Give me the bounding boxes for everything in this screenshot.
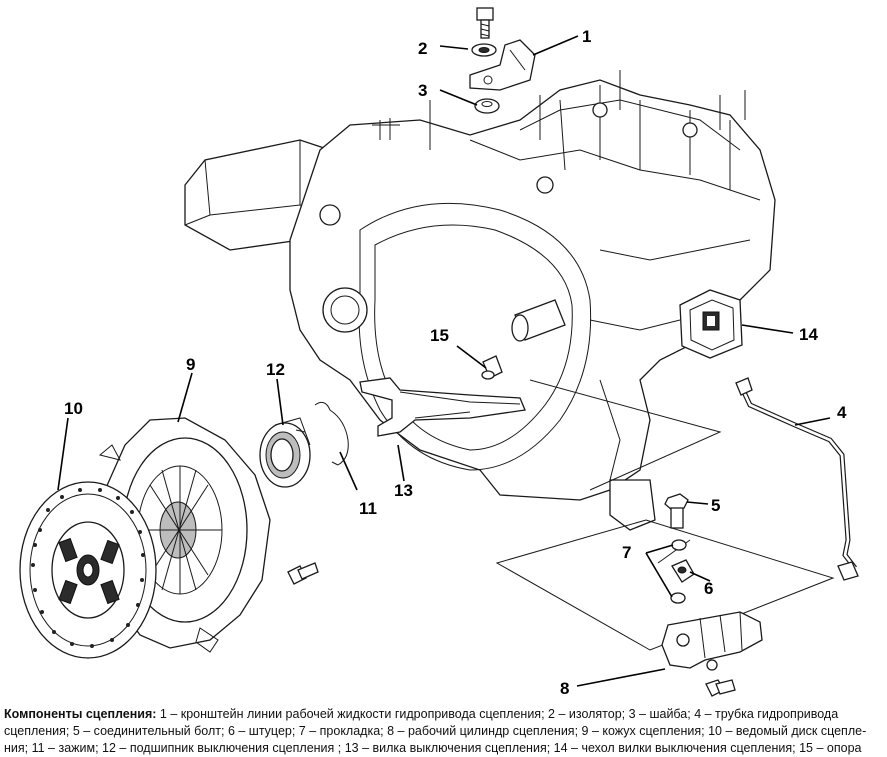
washer-part-3 <box>474 98 500 114</box>
callout-14: 14 <box>799 325 818 344</box>
caption-heading: Компоненты сцепления: <box>4 707 157 721</box>
cylinder-bolt <box>705 679 736 697</box>
clip-part-11 <box>314 401 349 466</box>
callout-6: 6 <box>704 579 713 598</box>
isolator-part-2 <box>471 43 497 57</box>
slave-cylinder-part-8 <box>661 611 763 671</box>
callout-4: 4 <box>837 403 847 422</box>
figure-caption: Компоненты сцепления: 1 – кронштейн лини… <box>4 706 884 757</box>
leader-lines <box>57 35 831 687</box>
callout-labels: 1 2 3 4 5 6 7 8 9 10 11 12 13 14 15 <box>64 27 847 698</box>
support-part-15 <box>481 355 503 380</box>
union-bolt-part-5 <box>664 493 689 529</box>
callout-8: 8 <box>560 679 569 698</box>
release-bearing-part-12 <box>259 417 311 488</box>
release-fork-part-13 <box>359 377 526 437</box>
caption-text: 1 – кронштейн линии рабочей жидкости гид… <box>4 707 867 755</box>
callout-3: 3 <box>418 81 427 100</box>
callout-5: 5 <box>711 496 720 515</box>
callout-13: 13 <box>394 481 413 500</box>
callout-2: 2 <box>418 39 427 58</box>
cover-bolt <box>287 562 319 585</box>
fork-boot-part-14 <box>679 289 743 359</box>
callout-10: 10 <box>64 399 83 418</box>
callout-9: 9 <box>186 355 195 374</box>
callout-1: 1 <box>582 27 591 46</box>
clutch-exploded-diagram: 1 2 3 4 5 6 7 8 9 10 11 12 13 14 15 <box>19 7 859 698</box>
callout-7: 7 <box>622 543 631 562</box>
callout-11: 11 <box>359 499 377 518</box>
driven-disc-part-10 <box>19 481 157 659</box>
fitting-part-6 <box>671 559 695 583</box>
callout-15: 15 <box>430 326 449 345</box>
callout-12: 12 <box>266 360 285 379</box>
hydraulic-tube-part-4 <box>735 377 859 581</box>
bracket-bolt <box>476 7 494 39</box>
